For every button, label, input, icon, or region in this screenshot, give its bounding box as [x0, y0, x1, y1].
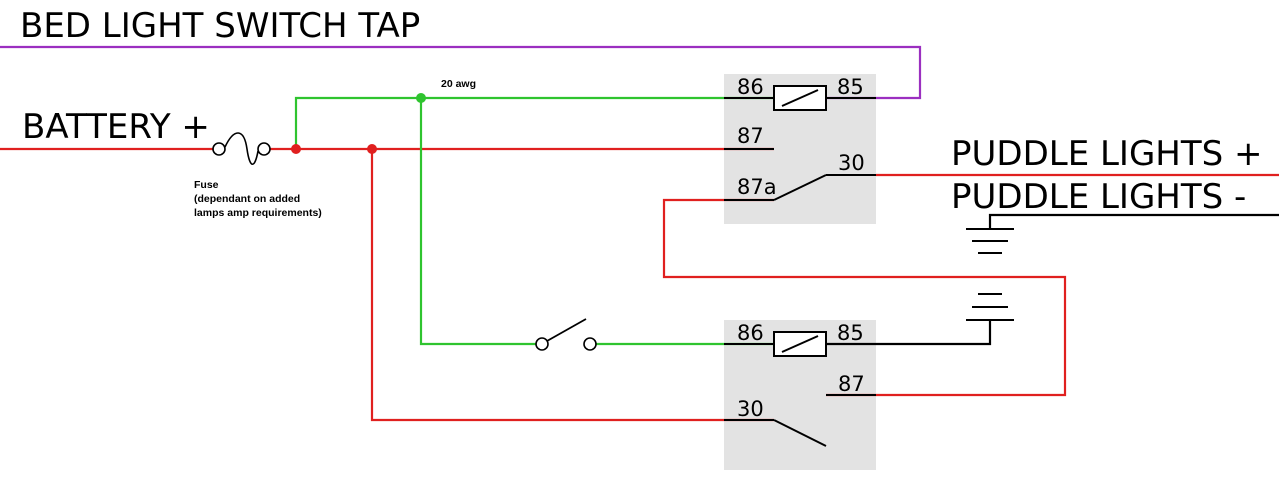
puddle-lights-neg-label: PUDDLE LIGHTS - [951, 177, 1246, 217]
puddle-lights-pos-label: PUDDLE LIGHTS + [951, 134, 1263, 174]
relay-bottom-pin-30: 30 [737, 397, 764, 421]
relay-bottom-pin-86: 86 [737, 321, 764, 345]
relay-top-pin-30: 30 [838, 151, 865, 175]
green-wire-top [294, 96, 774, 149]
green-wire-to-switch [419, 98, 541, 346]
fuse-symbol [212, 132, 271, 166]
relay-top-pin-87: 87 [737, 124, 764, 148]
red-wire-87a-loop [662, 198, 1067, 397]
relay-top-pin-85: 85 [837, 75, 864, 99]
junction-dot [416, 93, 426, 103]
relay-top-internals [724, 85, 876, 201]
fuse-label-line3: lamps amp requirements) [194, 207, 322, 219]
relay-top-pin-87a: 87a [737, 175, 777, 199]
battery-label: BATTERY + [22, 107, 210, 147]
junction-dot [367, 144, 377, 154]
ground-symbol-bottom [966, 293, 1014, 321]
relay-top-pin-86: 86 [737, 75, 764, 99]
black-wire-bottom-85-ground [826, 320, 992, 346]
relay-bottom-pin-87: 87 [838, 372, 865, 396]
switch-symbol [535, 318, 597, 351]
bed-light-tap-label: BED LIGHT SWITCH TAP [20, 6, 420, 46]
fuse-label-line2: (dependant on added [194, 193, 300, 205]
red-wire-to-bottom-30 [370, 149, 774, 422]
junction-dot [291, 144, 301, 154]
black-wire-puddle-neg [988, 213, 1279, 229]
ground-symbol-top [966, 228, 1014, 254]
wire-gauge-label: 20 awg [441, 78, 476, 90]
relay-bottom-pin-85: 85 [837, 321, 864, 345]
fuse-label-line1: Fuse [194, 179, 219, 191]
relay-bottom-internals [724, 331, 876, 447]
